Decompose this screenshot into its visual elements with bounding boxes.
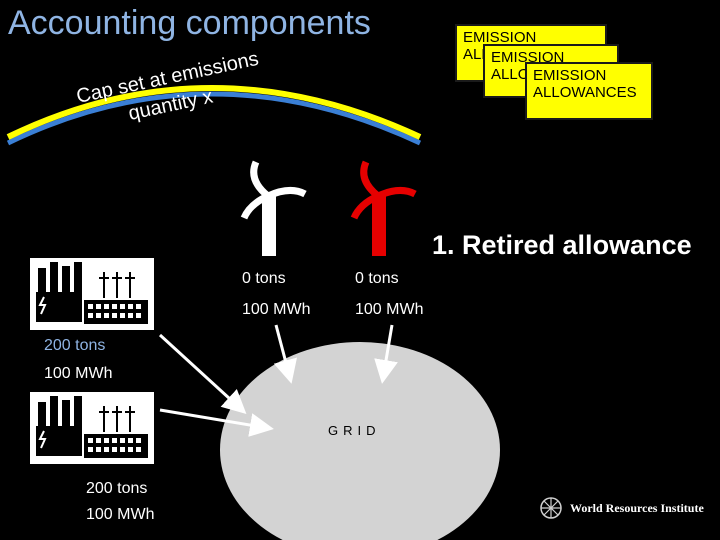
cap-arc-yellow xyxy=(6,85,422,140)
arrow-turbine2-to-grid xyxy=(374,324,398,384)
allowance-card-retired: EMISSION ALLOWANCES xyxy=(525,62,653,120)
retired-allowance-label: 1. Retired allowance xyxy=(432,230,692,260)
power-plant-icon xyxy=(30,392,154,464)
plant2-mwh: 100 MWh xyxy=(86,506,155,523)
grid-label: GRID xyxy=(328,423,381,438)
wri-logo: World Resources Institute xyxy=(538,493,718,523)
turbine1-tons: 0 tons xyxy=(242,270,286,287)
arrow-plant2-to-grid xyxy=(159,408,274,437)
plant1-mwh: 100 MWh xyxy=(44,365,113,382)
wri-logo-text: World Resources Institute xyxy=(570,501,704,515)
arrow-turbine1-to-grid xyxy=(273,324,298,384)
plant1-tons: 200 tons xyxy=(44,337,106,354)
grid-ellipse xyxy=(220,342,500,540)
cap-arc-blue xyxy=(6,91,422,146)
slide-title: Accounting components xyxy=(8,4,371,42)
wind-turbine-red-icon xyxy=(350,160,417,256)
arrow-plant1-to-grid xyxy=(158,333,247,415)
turbine2-mwh: 100 MWh xyxy=(355,301,424,318)
plant2-tons: 200 tons xyxy=(86,480,148,497)
wri-globe-icon xyxy=(540,497,562,519)
turbine2-tons: 0 tons xyxy=(355,270,399,287)
power-plant-icon xyxy=(30,258,154,330)
wind-turbine-white-icon xyxy=(240,160,307,256)
turbine1-mwh: 100 MWh xyxy=(242,301,311,318)
